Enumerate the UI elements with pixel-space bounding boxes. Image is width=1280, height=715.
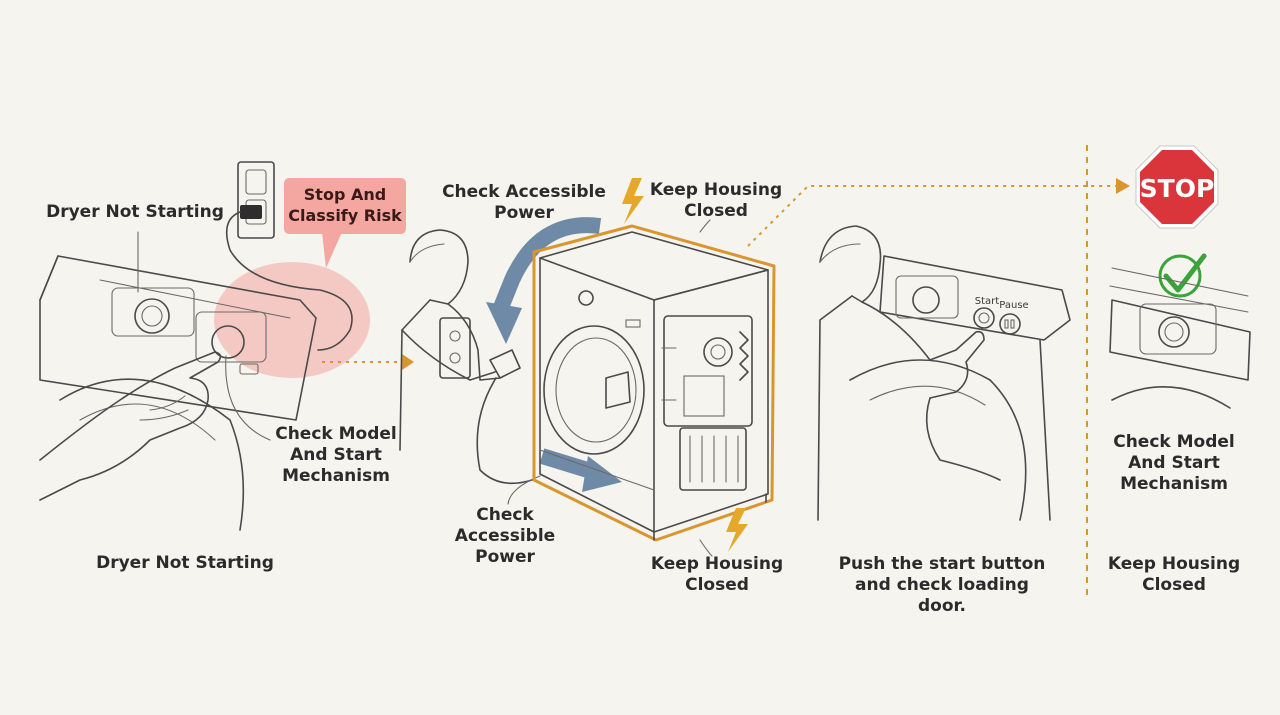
dryer-control-illustration <box>39 231 370 531</box>
lightning-icon <box>726 508 748 552</box>
panel-caption-3: Keep Housing Closed <box>650 554 784 595</box>
panel-caption-5: Keep Housing Closed <box>1107 554 1241 595</box>
risk-callout-pointer <box>322 232 342 268</box>
panel-caption-2: Check Accessible Power <box>454 505 556 567</box>
blue-straight-arrow <box>539 448 622 492</box>
lightning-icon <box>622 178 644 224</box>
stop-classify-risk-callout: Stop And Classify Risk <box>284 178 406 234</box>
check-model-callout: Check Model And Start Mechanism <box>275 424 397 486</box>
person-start-illustration <box>817 225 1071 521</box>
panel-caption-4: Push the start button and check loading … <box>838 554 1046 616</box>
pause-button-label: Pause <box>999 300 1028 311</box>
stop-sign-label: STOP <box>1140 174 1215 203</box>
person-outlet-illustration <box>399 229 541 505</box>
mini-dial-illustration <box>1109 267 1251 409</box>
blue-curved-arrow <box>486 217 602 344</box>
stop-classify-risk-label: Stop And Classify Risk <box>288 185 402 225</box>
start-button-label: Start <box>975 296 1000 307</box>
checkmark-icon <box>1158 253 1207 298</box>
keep-housing-callout: Keep Housing Closed <box>649 180 783 221</box>
dryer-housing-illustration <box>532 219 776 557</box>
panel-caption-1: Dryer Not Starting <box>96 553 274 573</box>
stop-sign-icon <box>1135 145 1219 229</box>
check-model-callout-2: Check Model And Start Mechanism <box>1113 432 1235 494</box>
check-power-callout: Check Accessible Power <box>442 182 606 223</box>
dryer-not-starting-callout: Dryer Not Starting <box>46 202 224 222</box>
wall-outlet-illustration <box>225 161 353 351</box>
